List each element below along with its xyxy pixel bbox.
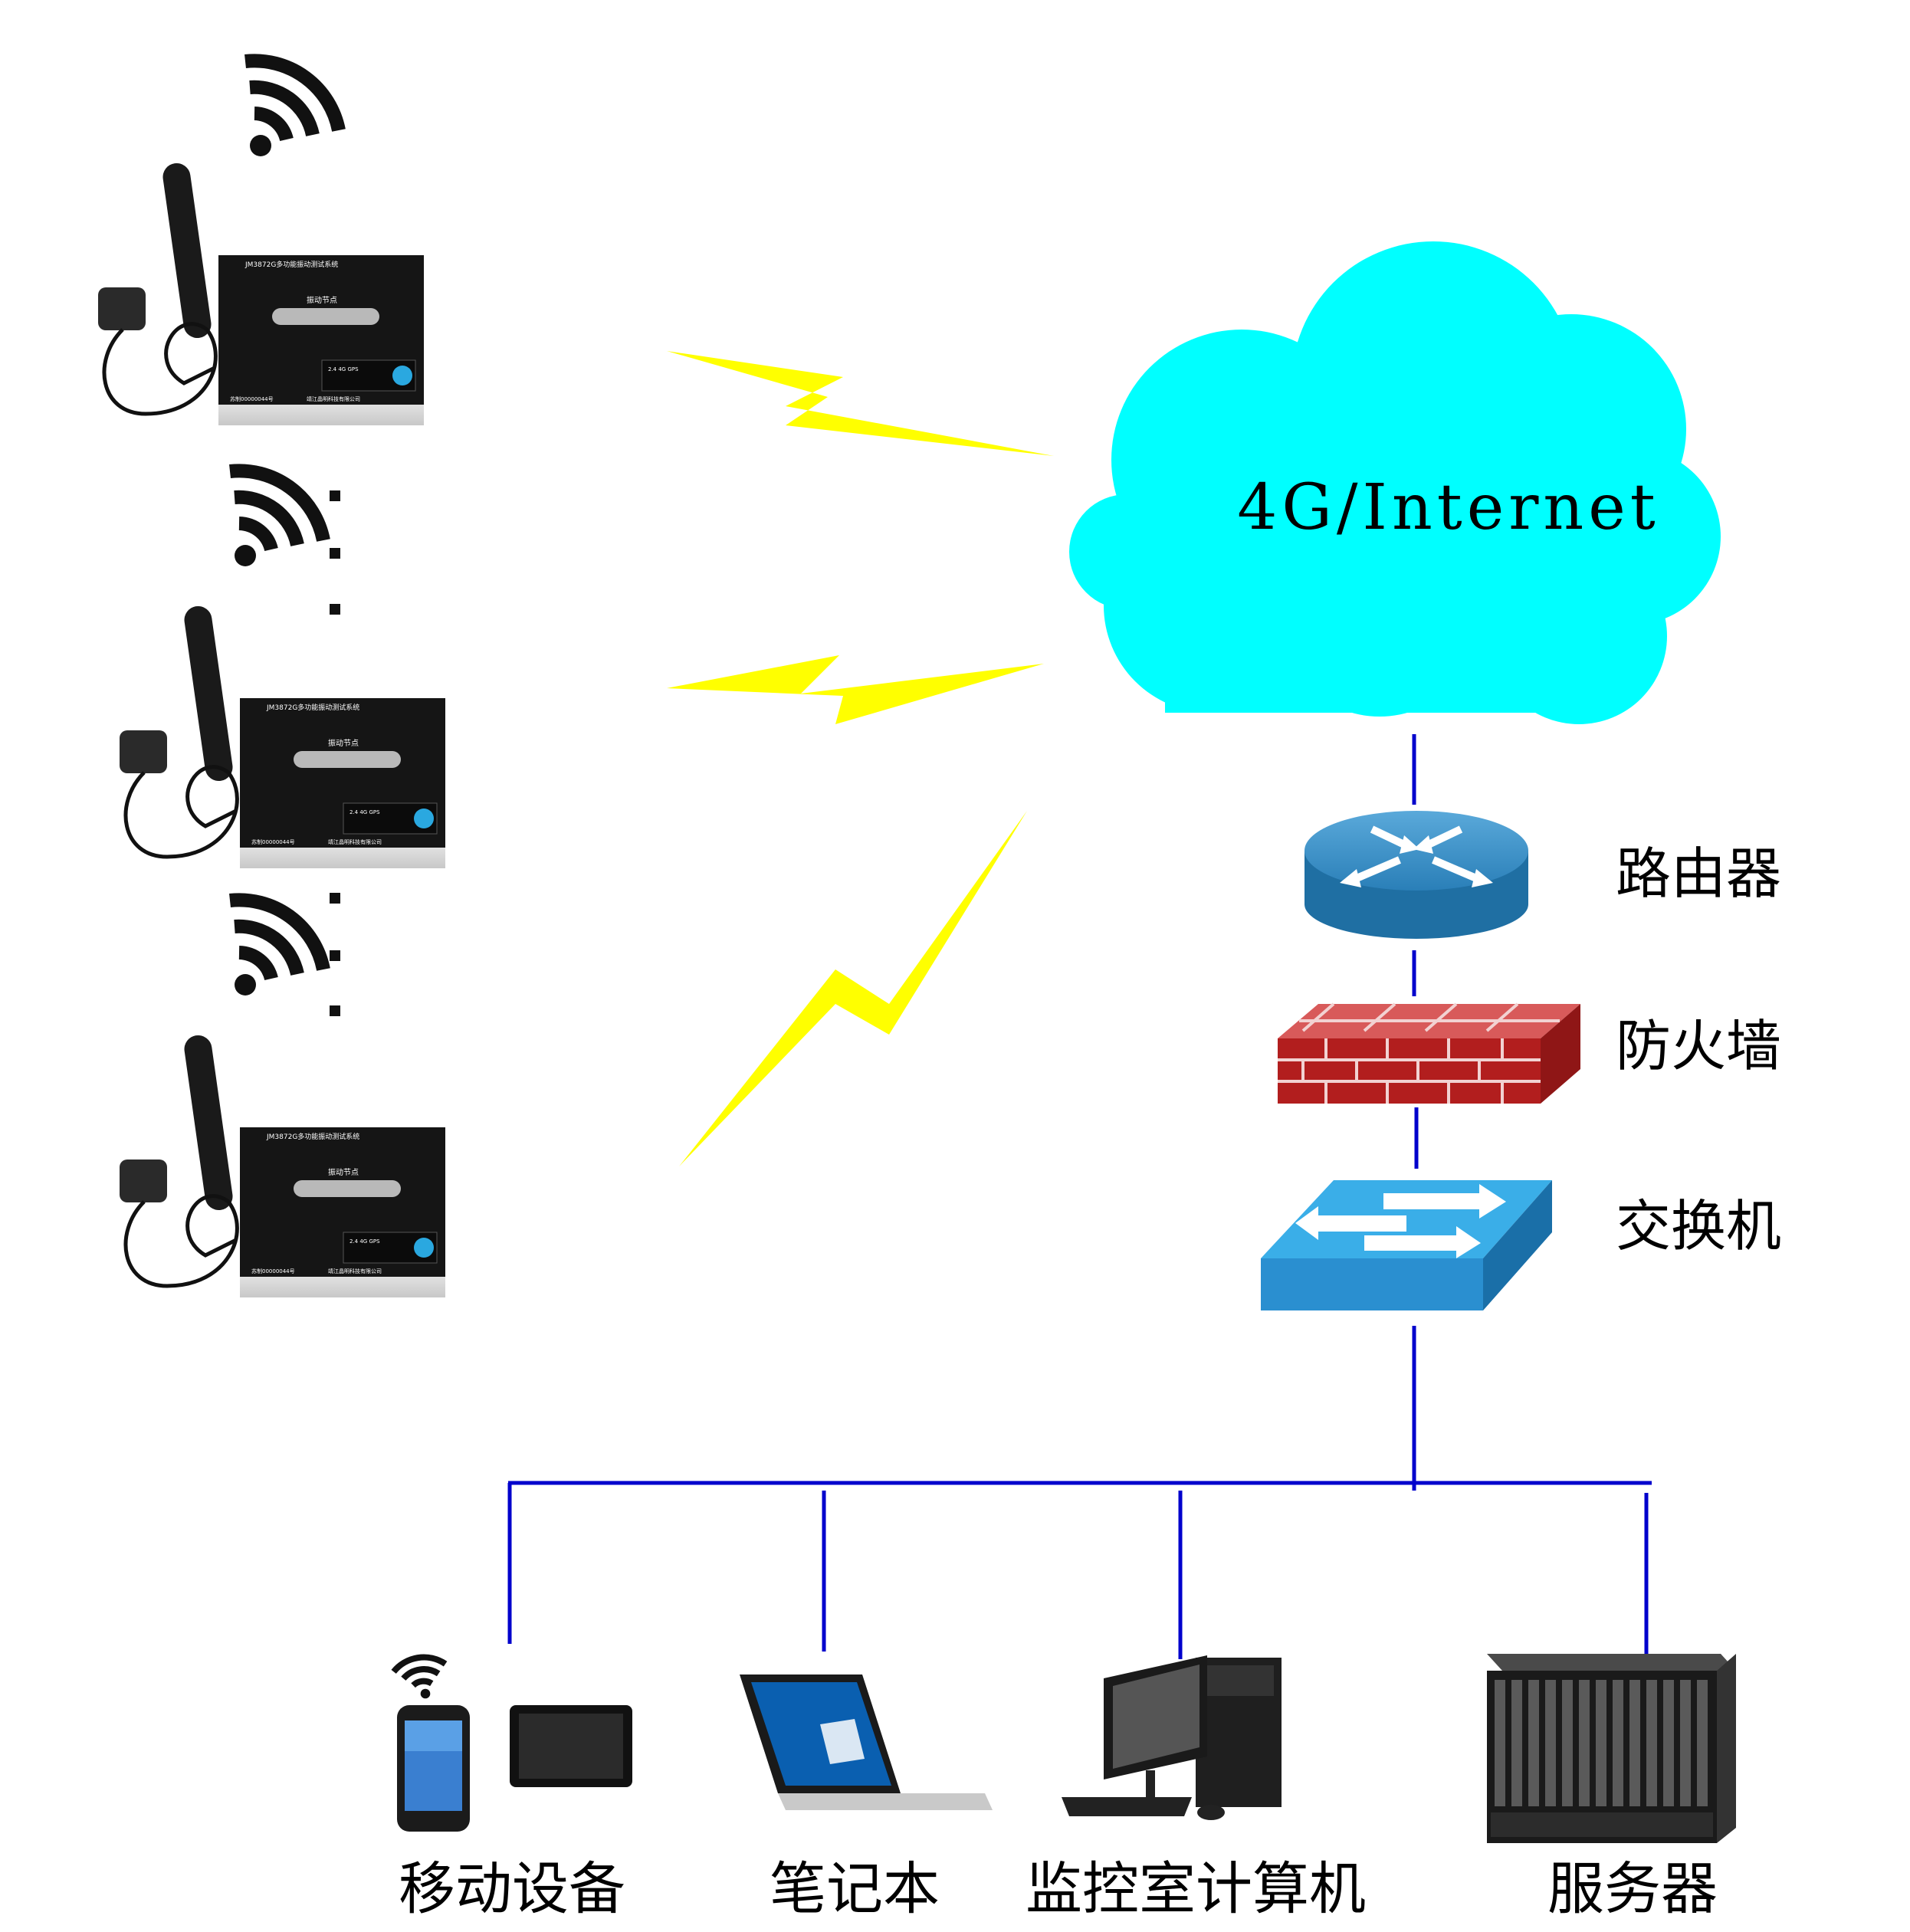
client-label-server: 服务器 [1547,1856,1718,1922]
handle-label: 振动节点 [328,1167,359,1177]
handle-label: 振动节点 [328,738,359,748]
router-label: 路由器 [1616,841,1781,906]
cloud-label: 4G/Internet [1237,471,1659,544]
device-handle [294,751,401,768]
cert-text: 苏制00000044号 [251,838,295,845]
company-text: 靖江晶明科技有限公司 [328,838,382,845]
wireless-link-bolt [679,811,1027,1166]
continuation-dots [330,490,340,1016]
desktop-computer-icon [1062,1655,1282,1820]
cert-text: 苏制00000044号 [230,395,274,402]
switch-icon [1261,1180,1552,1310]
power-button [414,809,434,828]
wifi-signal-icon [230,900,323,996]
company-text: 靖江晶明科技有限公司 [328,1268,382,1274]
antenna [184,605,233,782]
gps-puck [98,287,146,330]
power-button [392,366,412,385]
server-rack-icon [1487,1654,1736,1843]
panel-title: JM3872G多功能振动测试系统 [266,703,359,712]
mobile-tablet-icon [393,1642,632,1832]
indicator-text: 2.4 4G GPS [350,1238,380,1245]
handle-label: 振动节点 [307,295,337,305]
laptop-icon [740,1675,993,1810]
antenna [184,1035,233,1211]
device-handle [294,1180,401,1197]
indicator-text: 2.4 4G GPS [328,366,359,372]
power-button [414,1238,434,1258]
client-label-laptop: 笔记本 [770,1856,940,1922]
wireless-link-bolt [667,655,1044,724]
device-handle [272,308,379,325]
router-icon [1305,811,1528,939]
cert-text: 苏制00000044号 [251,1268,295,1274]
wifi-signal-icon [230,471,323,566]
indicator-text: 2.4 4G GPS [350,809,380,815]
client-label-desktop: 监控室计算机 [1026,1856,1366,1922]
antenna-cable [123,1194,239,1288]
company-text: 靖江晶明科技有限公司 [307,395,360,402]
vibration-sensor-node: JM3872G多功能振动测试系统 振动节点 2.4 4G GPS 苏制00000… [120,1035,445,1297]
wifi-signal-icon [245,61,339,156]
internet-cloud: 4G/Internet [1069,241,1721,724]
client-label-mobile: 移动设备 [399,1856,625,1922]
antenna-cable [123,765,239,859]
panel-title: JM3872G多功能振动测试系统 [244,260,338,269]
wireless-link-bolt [667,351,1054,456]
panel-title: JM3872G多功能振动测试系统 [266,1132,359,1141]
antenna [162,162,212,339]
antenna-cable [102,322,218,416]
vibration-sensor-node: JM3872G多功能振动测试系统 振动节点 2.4 4G GPS 苏制00000… [98,162,424,425]
switch-label: 交换机 [1616,1194,1781,1258]
vibration-sensor-node: JM3872G多功能振动测试系统 振动节点 2.4 4G GPS 苏制00000… [120,605,445,868]
gps-puck [120,730,167,773]
gps-puck [120,1160,167,1202]
firewall-icon [1278,1002,1580,1104]
firewall-label: 防火墙 [1616,1014,1781,1078]
